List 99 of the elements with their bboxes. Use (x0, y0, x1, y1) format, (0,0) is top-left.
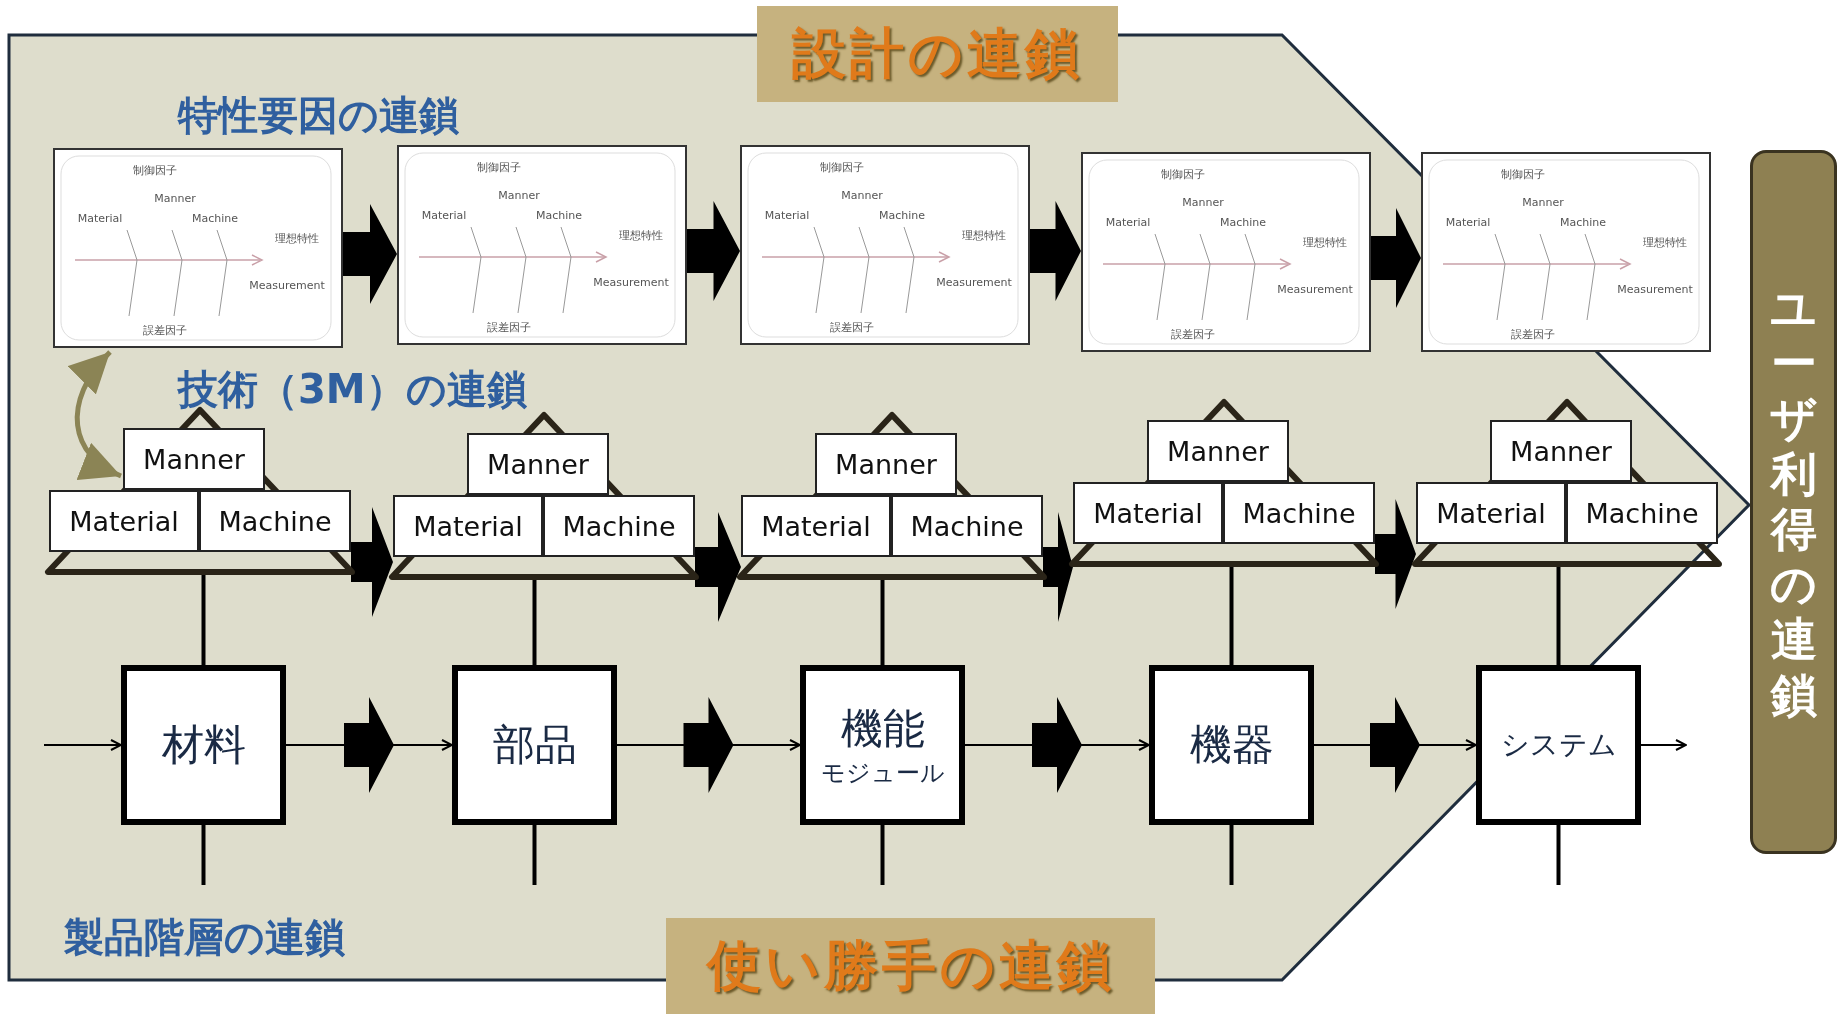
fishbone-label: 制御因子 (1161, 166, 1205, 182)
process-box (1149, 665, 1314, 825)
connector-line (1556, 566, 1561, 665)
fishbone-label: Measurement (249, 278, 325, 292)
fishbone-label: Material (764, 208, 810, 222)
factor-box: Manner (123, 428, 265, 490)
process-title: 材料 (161, 719, 246, 771)
factor-box: Material (1416, 482, 1566, 544)
connector-line (201, 574, 206, 665)
fishbone-label: Manner (841, 188, 883, 202)
factor-box: Material (741, 495, 891, 557)
section-heading: 製品階層の連鎖 (64, 913, 345, 962)
fishbone-label: 制御因子 (820, 159, 864, 175)
fishbone-label: Measurement (1277, 282, 1353, 296)
connector-line (1556, 825, 1561, 885)
process-title: システム (1500, 727, 1617, 763)
fishbone-label: Machine (192, 211, 238, 225)
fishbone-label: Measurement (936, 275, 1012, 289)
process-title: 機器 (1189, 719, 1274, 771)
factor-box: Material (393, 495, 543, 557)
section-heading: 特性要因の連鎖 (178, 91, 459, 140)
process-box (121, 665, 286, 825)
block-arrow (964, 697, 1150, 793)
fishbone-label: 理想特性 (962, 227, 1006, 243)
arrow (43, 739, 122, 751)
block-arrow (1371, 208, 1421, 308)
fishbone-label: 誤差因子 (830, 319, 874, 335)
fishbone-label: Machine (536, 208, 582, 222)
fishbone-label: 制御因子 (133, 162, 177, 178)
triangle-frame (735, 410, 1049, 582)
fishbone-label: 誤差因子 (487, 319, 531, 335)
fishbone-label: 理想特性 (1643, 234, 1687, 250)
connector-line (880, 825, 885, 885)
process-subtitle: モジュール (820, 758, 945, 789)
title-banner (666, 918, 1155, 1014)
triangle-frame (1410, 397, 1724, 569)
fishbone-label: 制御因子 (477, 159, 521, 175)
factor-box: Material (49, 490, 199, 552)
banner-title: ユーザ利得の連鎖 (1769, 281, 1818, 723)
fishbone-label: 理想特性 (619, 227, 663, 243)
fishbone-label: 理想特性 (1303, 234, 1347, 250)
fishbone-label: Machine (879, 208, 925, 222)
factor-box: Machine (199, 490, 351, 552)
fishbone-label: Manner (498, 188, 540, 202)
block-arrow (351, 507, 393, 617)
fishbone-label: Material (77, 211, 123, 225)
block-arrow (1375, 499, 1416, 609)
connector-line (1229, 566, 1234, 665)
connector-line (201, 825, 206, 885)
process-title: 機能 (840, 703, 925, 755)
fishbone-label: 理想特性 (275, 230, 319, 246)
fishbone-label: Machine (1560, 215, 1606, 229)
triangle-frame (387, 410, 701, 582)
process-box (800, 665, 965, 825)
banner-title: 設計の連鎖 (792, 20, 1083, 87)
process-box (1476, 665, 1641, 825)
factor-box: Machine (1223, 482, 1375, 544)
factor-box: Manner (815, 433, 957, 495)
banner-title: 使い勝手の連鎖 (706, 932, 1115, 999)
title-banner (757, 6, 1118, 102)
fishbone-label: Measurement (1617, 282, 1693, 296)
factor-box: Manner (1490, 420, 1632, 482)
connector-line (880, 579, 885, 665)
triangle-frame (1067, 397, 1381, 569)
fishbone-label: 誤差因子 (1171, 326, 1215, 342)
block-arrow (1043, 512, 1073, 622)
connector-line (532, 825, 537, 885)
factor-box: Manner (467, 433, 609, 495)
connector-line (1229, 825, 1234, 885)
side-banner (1750, 150, 1837, 854)
fishbone-label: Manner (1522, 195, 1564, 209)
block-arrow (695, 512, 741, 622)
process-box (452, 665, 617, 825)
factor-box: Machine (543, 495, 695, 557)
double-headed-curved-arrow (68, 350, 123, 479)
fishbone-label: Manner (1182, 195, 1224, 209)
block-arrow (616, 697, 801, 793)
block-arrow (1030, 201, 1081, 301)
fishbone-label: 誤差因子 (1511, 326, 1555, 342)
fishbone-label: Material (1105, 215, 1151, 229)
factor-box: Machine (1566, 482, 1718, 544)
fishbone-label: Measurement (593, 275, 669, 289)
connector-line (532, 579, 537, 665)
block-arrow (687, 201, 740, 301)
section-heading: 技術（3M）の連鎖 (178, 365, 527, 414)
fishbone-label: 制御因子 (1501, 166, 1545, 182)
fishbone-label: Material (1445, 215, 1491, 229)
factor-box: Material (1073, 482, 1223, 544)
arrow (1640, 739, 1687, 751)
factor-box: Machine (891, 495, 1043, 557)
fishbone-label: 誤差因子 (143, 322, 187, 338)
block-arrow (285, 697, 453, 793)
fishbone-label: Material (421, 208, 467, 222)
block-arrow (1313, 697, 1477, 793)
block-arrow (343, 204, 397, 304)
factor-box: Manner (1147, 420, 1289, 482)
fishbone-label: Machine (1220, 215, 1266, 229)
process-title: 部品 (492, 719, 577, 771)
fishbone-label: Manner (154, 191, 196, 205)
